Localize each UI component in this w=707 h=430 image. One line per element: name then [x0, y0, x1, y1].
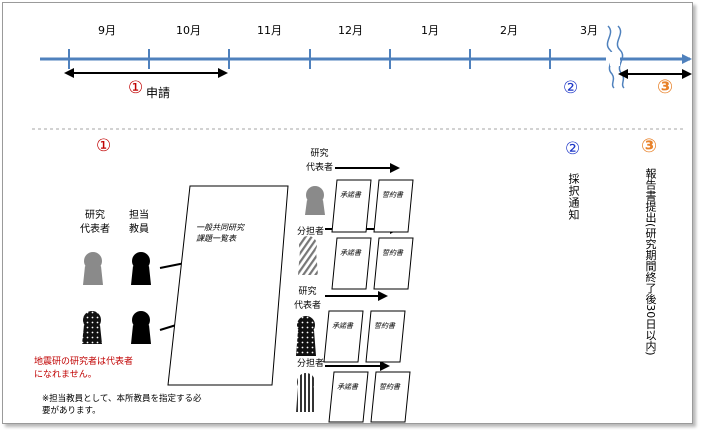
- month-label: 10月: [176, 24, 201, 37]
- group-role: 研究 代表者: [294, 287, 322, 311]
- doc-label: 承諾書: [337, 383, 358, 391]
- doc-label: 誓約書: [379, 383, 400, 391]
- group-role: 研究 代表者: [306, 149, 334, 173]
- staff-label: 担当 教員: [129, 210, 149, 235]
- phase1-mark: ①: [128, 78, 144, 98]
- phase3-mark: ③: [657, 76, 674, 98]
- list-document-label: 一般共同研究 課題一覧表: [196, 223, 244, 243]
- doc-label: 承諾書: [332, 322, 353, 330]
- month-label: 11月: [257, 24, 282, 37]
- doc-label: 誓約書: [382, 249, 403, 257]
- month-label: 1月: [421, 24, 439, 37]
- doc-label: 承諾書: [340, 249, 361, 257]
- list-document: [167, 185, 289, 386]
- doc-label: 誓約書: [374, 322, 395, 330]
- month-label: 3月: [580, 24, 598, 37]
- month-label: 9月: [98, 24, 116, 37]
- phase1-label: 申請: [146, 86, 171, 100]
- doc-label: 承諾書: [340, 191, 361, 199]
- detail-phase2-mark: ②: [565, 139, 581, 159]
- doc-label: 誓約書: [382, 191, 403, 199]
- group-role: 分担者: [297, 227, 325, 237]
- warning-text: 地震研の研究者は代表者 になれません。: [34, 357, 134, 380]
- report-submission-text: 報告書提出(研究期間終了後30日以内): [644, 168, 657, 356]
- applicant-figures: [82, 252, 151, 344]
- month-label: 2月: [500, 24, 518, 37]
- note-text: ※担当教員として、本所教員を指定する必 要があります。: [42, 394, 202, 416]
- detail-phase3-mark: ③: [641, 135, 658, 157]
- document-shapes: [323, 179, 414, 423]
- detail-phase1-mark: ①: [96, 136, 112, 156]
- adoption-notice-text: 採択通知: [567, 173, 580, 221]
- group-figures: [296, 186, 325, 412]
- phase2-mark: ②: [563, 78, 579, 98]
- rep-label: 研究 代表者: [80, 210, 110, 235]
- group-role: 分担者: [297, 359, 325, 369]
- timeline: [40, 25, 692, 89]
- month-label: 12月: [338, 24, 363, 37]
